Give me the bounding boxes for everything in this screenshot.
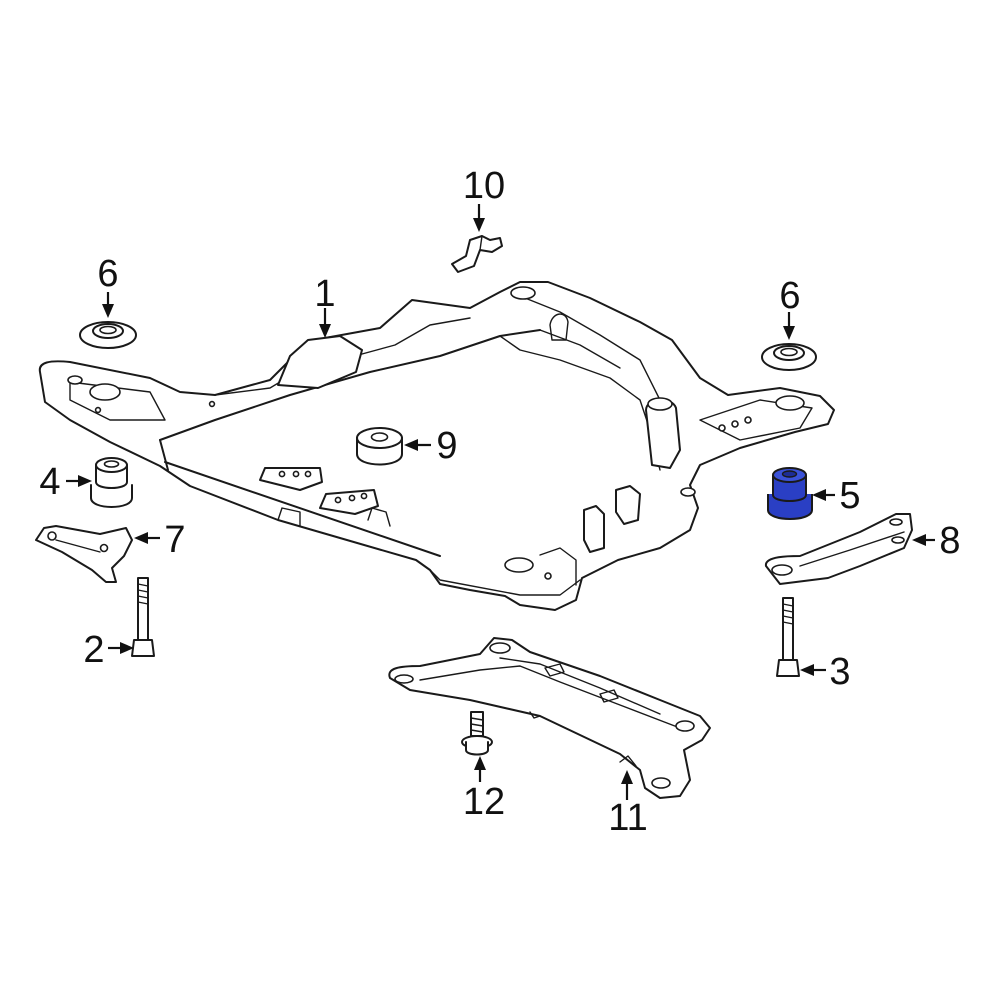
callout-2: 2 [83,629,104,671]
callout-7: 7 [164,519,185,561]
mount-washer-left[interactable] [79,321,137,349]
bolt-crossmember[interactable] [461,711,493,756]
leader-arrows [66,204,935,800]
bolt-left[interactable] [131,577,155,657]
callout-8: 8 [939,520,960,562]
bolt-right[interactable] [776,597,800,677]
callout-6-left: 6 [97,253,118,295]
callout-9: 9 [436,425,457,467]
mount-washer-right[interactable] [761,343,817,371]
callout-4: 4 [39,461,60,503]
clip-bracket[interactable] [451,235,503,273]
callout-10: 10 [463,165,505,207]
callout-5: 5 [839,475,860,517]
callout-12: 12 [463,781,505,823]
front-bushing[interactable] [90,457,133,508]
center-bushing[interactable] [356,427,403,466]
callout-6-right: 6 [779,275,800,317]
stopper-plate[interactable] [35,525,133,583]
rear-mount-bracket[interactable] [765,513,913,585]
callout-3: 3 [829,651,850,693]
callout-labels: 1 2 3 4 5 6 6 7 8 9 10 11 12 [39,165,960,839]
rear-crossmember[interactable] [388,637,711,799]
callout-1: 1 [314,273,335,315]
callout-11: 11 [608,797,647,839]
rear-bushing-highlighted[interactable] [767,467,813,520]
front-subframe[interactable] [38,281,835,611]
